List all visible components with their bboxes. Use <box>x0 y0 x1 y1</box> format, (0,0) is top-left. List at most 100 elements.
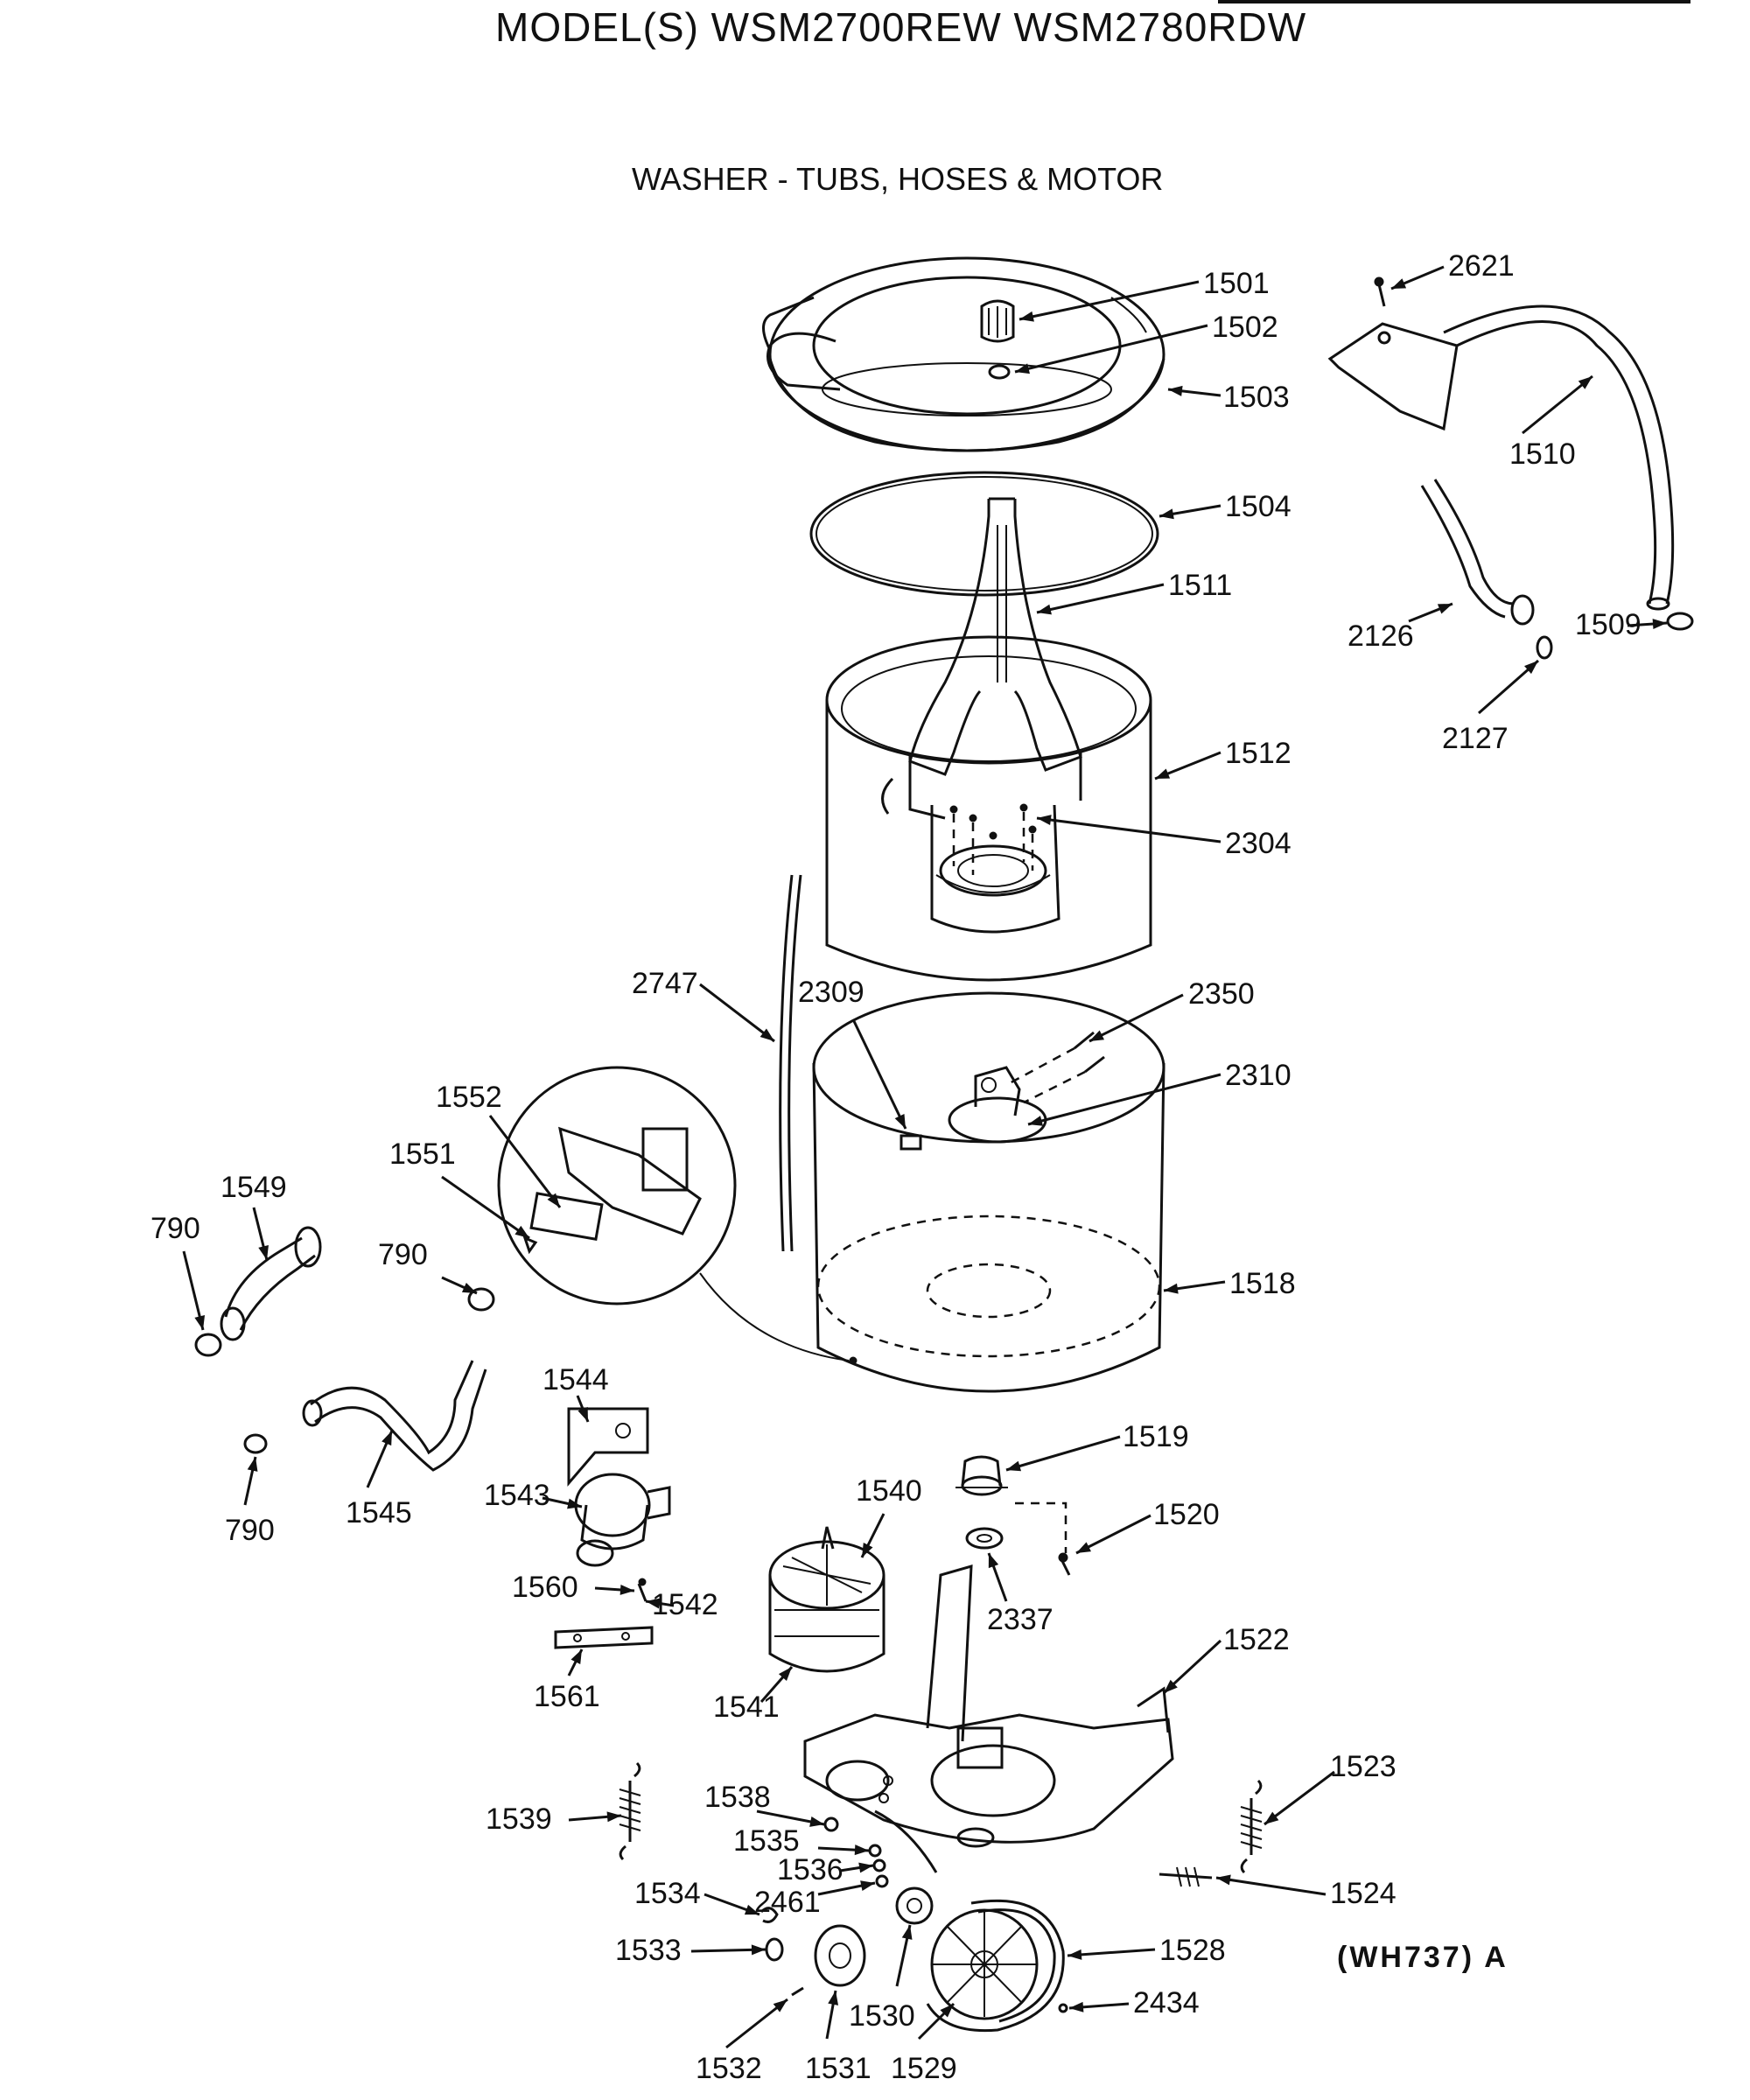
callout-1532: 1532 <box>696 2052 762 2085</box>
arrowhead-1502 <box>1015 363 1030 374</box>
arrowhead-1561 <box>570 1649 582 1664</box>
callout-2337: 2337 <box>987 1603 1054 1636</box>
arrowhead-1529 <box>940 2004 954 2018</box>
hose-2126-part <box>1420 479 1535 626</box>
pulley-1531 <box>814 1924 866 1987</box>
callout-2350: 2350 <box>1188 977 1255 1011</box>
arrowhead-1535 <box>854 1844 869 1856</box>
screw-1520 <box>1015 1502 1071 1576</box>
arrowhead-1528 <box>1068 1949 1082 1960</box>
arrowhead-1540 <box>862 1543 873 1558</box>
arrowhead-1538 <box>809 1816 824 1827</box>
leader-lines <box>182 265 1668 2049</box>
arrowhead-2434 <box>1069 2001 1084 2012</box>
clamp-790-b <box>467 1287 495 1312</box>
arrowhead-2350 <box>1089 1030 1105 1041</box>
arrowhead-1541 <box>778 1667 792 1681</box>
arrowhead-1530 <box>901 1925 913 1940</box>
callout-2304: 2304 <box>1225 827 1292 860</box>
leader-2310 <box>1027 1073 1222 1126</box>
callout-1528: 1528 <box>1159 1934 1226 1967</box>
leader-1552 <box>488 1115 562 1208</box>
arrowhead-1510 <box>1578 376 1592 389</box>
part-1533 <box>765 1937 784 1962</box>
callout-790: 790 <box>150 1212 200 1245</box>
callout-1536: 1536 <box>777 1853 844 1886</box>
part-1532 <box>791 1986 804 1997</box>
callout-1510: 1510 <box>1509 438 1576 471</box>
tub-cover-part <box>762 256 1166 452</box>
callout-labels: 1501150215031504151115122304262115102126… <box>150 249 1642 2085</box>
leader-2747 <box>699 983 775 1043</box>
detail-inset <box>497 1066 850 1362</box>
part-1536 <box>872 1858 886 1872</box>
screw-1560-part <box>637 1578 648 1602</box>
arrowhead-1504 <box>1159 508 1174 520</box>
callout-2434: 2434 <box>1133 1986 1200 2020</box>
model-numbers: MODEL(S) WSM2700REW WSM2780RDW <box>495 4 1307 50</box>
arrowhead-1524 <box>1216 1874 1231 1886</box>
arrowhead-1536 <box>858 1862 873 1873</box>
leader-2304 <box>1036 816 1222 844</box>
screw-2621 <box>1374 276 1386 307</box>
callout-2309: 2309 <box>798 976 864 1009</box>
arrowhead-2126 <box>1437 604 1452 614</box>
pulley-1530 <box>895 1886 934 1925</box>
base-plate-part <box>803 1564 1174 1873</box>
callout-1533: 1533 <box>615 1934 682 1967</box>
callout-1511: 1511 <box>1168 569 1232 602</box>
diagram-code-suffix: A <box>1484 1941 1508 1974</box>
callout-2747: 2747 <box>632 967 698 1000</box>
callout-1538: 1538 <box>704 1781 771 1814</box>
pump-part <box>567 1407 671 1567</box>
arrowhead-1518 <box>1164 1283 1179 1294</box>
basket-screws-part <box>949 803 1037 875</box>
leader-1502 <box>1014 324 1208 374</box>
arrowhead-1543 <box>567 1498 582 1509</box>
arrowhead-2747 <box>760 1028 774 1041</box>
callout-1503: 1503 <box>1223 381 1290 414</box>
leader-1511 <box>1036 583 1165 614</box>
part-1535 <box>868 1844 882 1858</box>
leader-1528 <box>1067 1948 1156 1957</box>
label-2309-part <box>900 1134 922 1151</box>
diagram-code: (WH737) A <box>1337 1941 1508 1975</box>
part-2434 <box>1058 2003 1068 2013</box>
callout-1504: 1504 <box>1225 490 1292 523</box>
callout-1534: 1534 <box>634 1877 701 1910</box>
part-1538 <box>823 1816 839 1832</box>
arrowhead-1519 <box>1006 1460 1022 1472</box>
leader-1519 <box>1005 1435 1121 1472</box>
agitator-part <box>908 497 1082 820</box>
hose-1549-part <box>220 1226 322 1341</box>
header-rule <box>1218 0 1690 4</box>
arrowhead-1551 <box>514 1225 529 1238</box>
wash-basket-part <box>825 635 1152 982</box>
callout-1501: 1501 <box>1203 267 1270 300</box>
arrowhead-1534 <box>744 1904 760 1915</box>
arrowhead-1523 <box>1264 1811 1279 1824</box>
hose-guide-part <box>1327 322 1459 431</box>
section-title: WASHER - TUBS, HOSES & MOTOR <box>632 161 1164 197</box>
arrowhead-1545 <box>382 1431 392 1446</box>
air-tube-part <box>779 874 802 1252</box>
arrowhead-2310 <box>1028 1116 1043 1126</box>
callout-1529: 1529 <box>891 2052 957 2085</box>
arrowhead-1552 <box>547 1193 560 1208</box>
callout-2461: 2461 <box>754 1886 821 1919</box>
washer-2337 <box>965 1527 1004 1550</box>
arrowhead-1531 <box>828 1991 839 2006</box>
callout-1540: 1540 <box>856 1474 922 1508</box>
arrowhead-1512 <box>1155 768 1171 779</box>
leader-1551 <box>441 1175 530 1240</box>
callout-2621: 2621 <box>1448 249 1515 283</box>
arrowhead-2304 <box>1037 815 1052 825</box>
callout-1523: 1523 <box>1330 1750 1396 1783</box>
arrowhead-1544 <box>578 1406 588 1422</box>
arrowhead-1560 <box>620 1584 634 1595</box>
leader-1501 <box>1018 280 1200 321</box>
arrowhead-1503 <box>1168 385 1183 396</box>
callout-1531: 1531 <box>805 2052 872 2085</box>
